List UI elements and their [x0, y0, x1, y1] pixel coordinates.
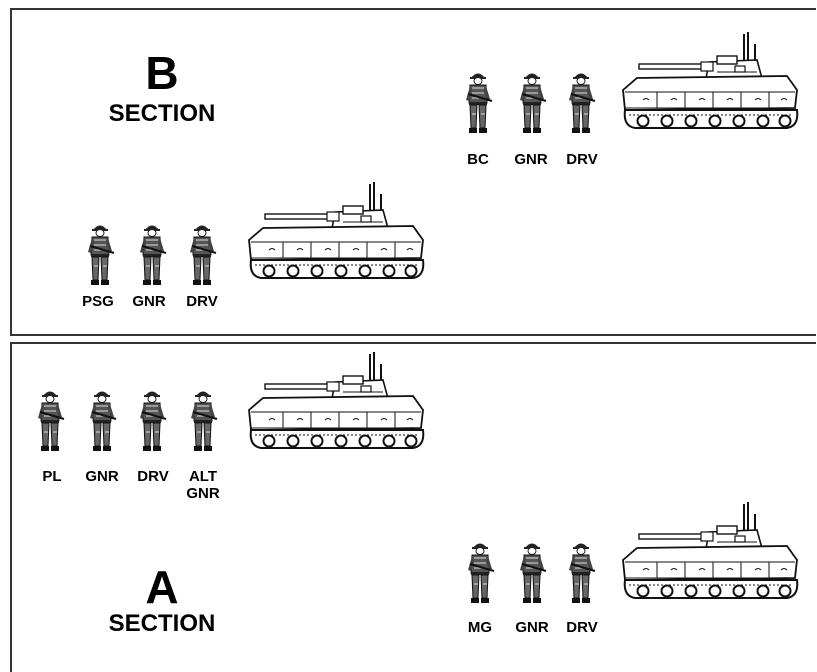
section-a-panel: PL GNR DRV ALT GNR A SECTION MG GNR DRV	[10, 342, 816, 672]
soldier-icon	[186, 222, 218, 288]
soldier-icon	[516, 70, 548, 136]
soldier-icon	[86, 388, 118, 454]
soldier-icon	[516, 540, 548, 606]
infantry-fighting-vehicle-icon	[243, 182, 427, 282]
soldier-icon	[136, 222, 168, 288]
section-b-title: SECTION	[108, 100, 216, 127]
section-b-panel: B SECTION BC GNR DRV PSG GNR DRV	[10, 8, 816, 336]
crew-label-gnr: GNR	[132, 293, 166, 310]
crew-label-drv: DRV	[566, 151, 598, 168]
soldier-icon	[462, 70, 494, 136]
soldier-icon	[565, 540, 597, 606]
section-b-letter: B	[145, 47, 179, 99]
crew-label-alt-gnr: ALT GNR	[186, 468, 220, 503]
crew-label-mg: MG	[467, 619, 493, 636]
crew-label-bc: BC	[467, 151, 489, 168]
section-a-title: SECTION	[108, 610, 216, 637]
soldier-icon	[34, 388, 66, 454]
infantry-fighting-vehicle-icon	[617, 502, 801, 602]
soldier-icon	[84, 222, 116, 288]
crew-label-drv: DRV	[137, 468, 169, 485]
crew-label-psg: PSG	[82, 293, 114, 310]
crew-label-drv: DRV	[566, 619, 598, 636]
soldier-icon	[187, 388, 219, 454]
crew-label-gnr: GNR	[514, 151, 548, 168]
soldier-icon	[565, 70, 597, 136]
infantry-fighting-vehicle-icon	[243, 352, 427, 452]
soldier-icon	[136, 388, 168, 454]
section-a-letter: A	[145, 561, 179, 613]
infantry-fighting-vehicle-icon	[617, 32, 801, 132]
crew-label-pl: PL	[42, 468, 62, 485]
soldier-icon	[464, 540, 496, 606]
crew-label-drv: DRV	[186, 293, 218, 310]
crew-label-gnr: GNR	[515, 619, 549, 636]
crew-label-gnr: GNR	[85, 468, 119, 485]
